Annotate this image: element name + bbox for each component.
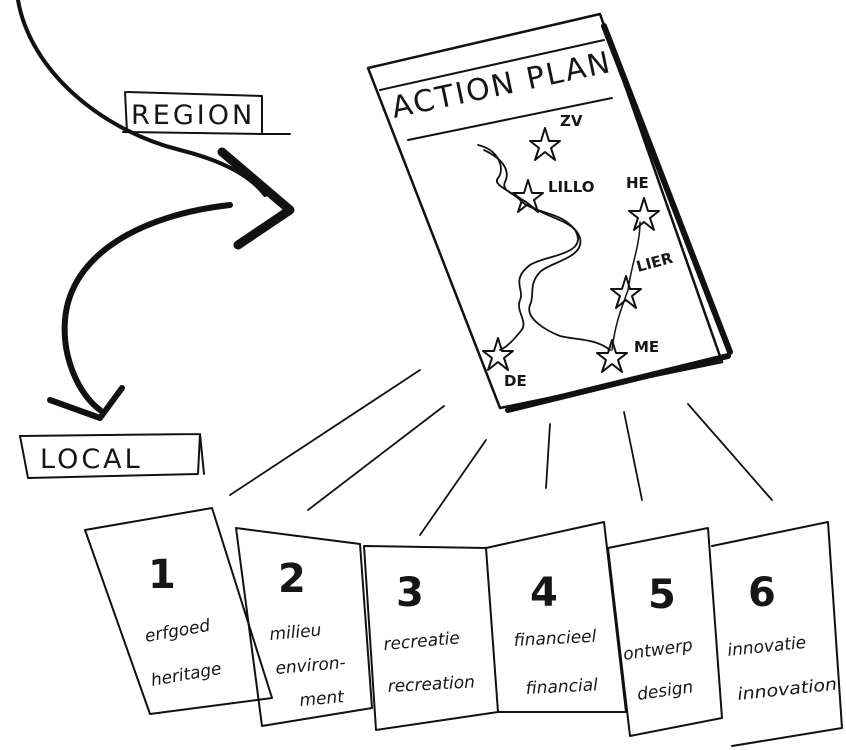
card-3: 3 recreatie recreation	[363, 545, 499, 731]
svg-text:LIER: LIER	[634, 249, 675, 276]
card-number: 6	[748, 570, 776, 616]
svg-text:ME: ME	[634, 338, 659, 356]
card-line2: environ-	[275, 653, 347, 679]
card-line2: financial	[525, 675, 598, 699]
svg-text:LILLO: LILLO	[548, 178, 594, 196]
place-lillo: LILLO	[512, 178, 594, 213]
star-icon	[482, 337, 514, 371]
card-line1: financieel	[513, 627, 597, 651]
region-arrow-curve	[16, 0, 267, 197]
card-line3: ment	[299, 687, 346, 711]
region-arrow-head	[217, 147, 295, 250]
card-number: 5	[648, 572, 676, 618]
card-line2: heritage	[149, 659, 223, 691]
star-icon	[512, 179, 544, 213]
card-line2: innovation	[736, 675, 838, 705]
star-icon	[628, 197, 660, 231]
local-label-box: LOCAL	[19, 433, 205, 479]
card-number: 1	[148, 552, 176, 598]
local-label: LOCAL	[40, 444, 143, 475]
card-6: 6 innovatie innovation	[711, 521, 843, 747]
card-number: 2	[278, 556, 306, 602]
svg-text:DE: DE	[504, 372, 527, 390]
place-de: DE	[482, 337, 527, 390]
local-arrow-head	[47, 385, 125, 421]
card-line2: design	[636, 677, 695, 705]
local-arrow-curve	[61, 202, 233, 413]
card-line2: recreation	[387, 672, 475, 697]
action-plan-document: ACTION PLAN ZV LILLO HE LIER ME DE	[366, 12, 733, 413]
card-line1: recreatie	[383, 628, 461, 655]
card-line1: ontwerp	[622, 635, 694, 665]
svg-text:HE: HE	[626, 174, 649, 192]
svg-text:ZV: ZV	[560, 112, 583, 130]
region-label: REGION	[131, 100, 255, 131]
card-number: 3	[396, 570, 424, 616]
card-2: 2 milieu environ- ment	[235, 527, 373, 727]
star-icon	[610, 275, 642, 309]
card-4: 4 financieel financial	[485, 521, 627, 713]
place-me: ME	[596, 338, 659, 373]
star-icon	[596, 339, 628, 373]
connector-lines	[229, 369, 773, 536]
card-1: 1 erfgoed heritage	[84, 507, 273, 715]
star-icon	[529, 127, 561, 161]
place-lier: LIER	[610, 249, 675, 309]
card-number: 4	[530, 570, 558, 616]
region-label-box: REGION	[122, 91, 291, 135]
card-line1: milieu	[269, 621, 323, 645]
river	[477, 144, 579, 351]
card-line1: innovatie	[726, 633, 807, 661]
place-zv: ZV	[529, 112, 583, 161]
card-line1: erfgoed	[143, 616, 212, 647]
place-he: HE	[626, 174, 660, 231]
